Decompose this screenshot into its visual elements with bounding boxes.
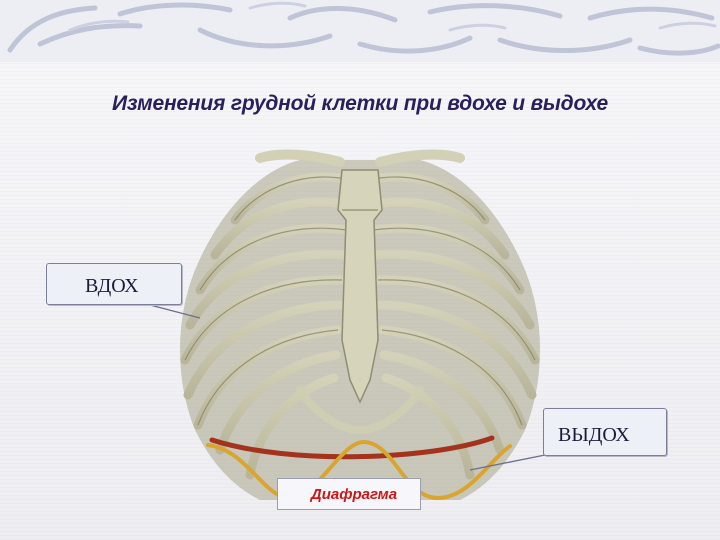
diaphragm-label: Диафрагма <box>277 478 421 510</box>
rib-cage-illustration <box>180 149 540 501</box>
slide-title: Изменения грудной клетки при вдохе и выд… <box>111 92 608 115</box>
exhale-callout: ВЫДОХ <box>543 408 667 456</box>
decorative-swoosh-pattern <box>7 1 720 56</box>
inhale-label: ВДОХ <box>85 275 139 297</box>
inhale-callout: ВДОХ <box>46 263 182 305</box>
exhale-label: ВЫДОХ <box>558 424 630 446</box>
